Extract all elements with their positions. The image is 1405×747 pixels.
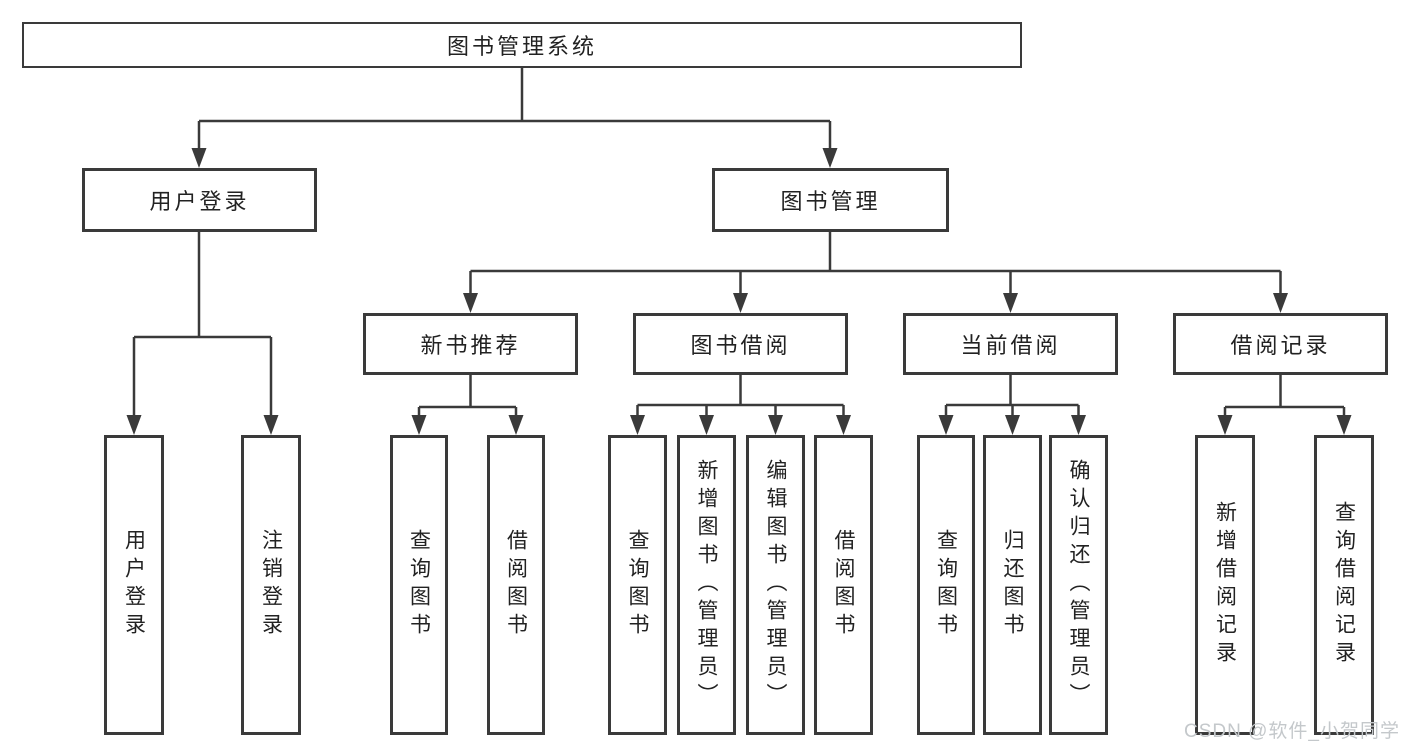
node-label: 查询图书 [934,529,958,641]
node-label: 编辑图书（管理员） [764,459,787,711]
node-leaf-query-books-1: 查询图书 [390,435,448,735]
node-leaf-logout: 注销登录 [241,435,301,735]
node-leaf-edit-books-admin: 编辑图书（管理员） [746,435,805,735]
node-leaf-user-login: 用户登录 [104,435,164,735]
node-label: 归还图书 [1001,529,1024,641]
node-label: 当前借阅 [960,333,1061,358]
node-new-book-recommend: 新书推荐 [363,313,578,375]
node-label: 新增借阅记录 [1213,501,1237,669]
node-label: 新书推荐 [420,333,521,358]
node-borrow-records: 借阅记录 [1173,313,1388,375]
node-label: 借阅图书 [504,529,528,641]
node-root-label: 图书管理系统 [446,34,597,59]
node-leaf-confirm-return-admin: 确认归还（管理员） [1049,435,1108,735]
node-label: 图书借阅 [690,333,791,358]
node-label: 用户登录 [122,529,146,641]
node-book-management: 图书管理 [712,168,949,232]
node-book-borrow: 图书借阅 [633,313,848,375]
node-label: 新增图书（管理员） [695,459,718,711]
node-leaf-add-books-admin: 新增图书（管理员） [677,435,736,735]
node-leaf-borrow-books-2: 借阅图书 [814,435,873,735]
node-leaf-return-books: 归还图书 [983,435,1042,735]
node-label: 注销登录 [259,529,283,641]
node-leaf-query-books-2: 查询图书 [608,435,667,735]
node-user-login-branch: 用户登录 [82,168,317,232]
node-leaf-query-books-3: 查询图书 [917,435,975,735]
node-label: 借阅记录 [1230,333,1331,358]
node-leaf-borrow-books-1: 借阅图书 [487,435,545,735]
connector-lines [132,68,1346,419]
node-label: 借阅图书 [832,529,855,641]
node-root: 图书管理系统 [22,22,1022,68]
node-current-borrow: 当前借阅 [903,313,1118,375]
node-leaf-query-borrow-record: 查询借阅记录 [1314,435,1374,735]
node-label: 用户登录 [149,189,250,214]
node-label: 查询图书 [626,529,649,641]
node-label: 确认归还（管理员） [1067,459,1090,711]
watermark: CSDN @软件_小贺同学 [1184,721,1400,742]
node-label: 图书管理 [780,189,881,214]
node-label: 查询图书 [407,529,431,641]
node-leaf-add-borrow-record: 新增借阅记录 [1195,435,1255,735]
node-label: 查询借阅记录 [1332,501,1356,669]
